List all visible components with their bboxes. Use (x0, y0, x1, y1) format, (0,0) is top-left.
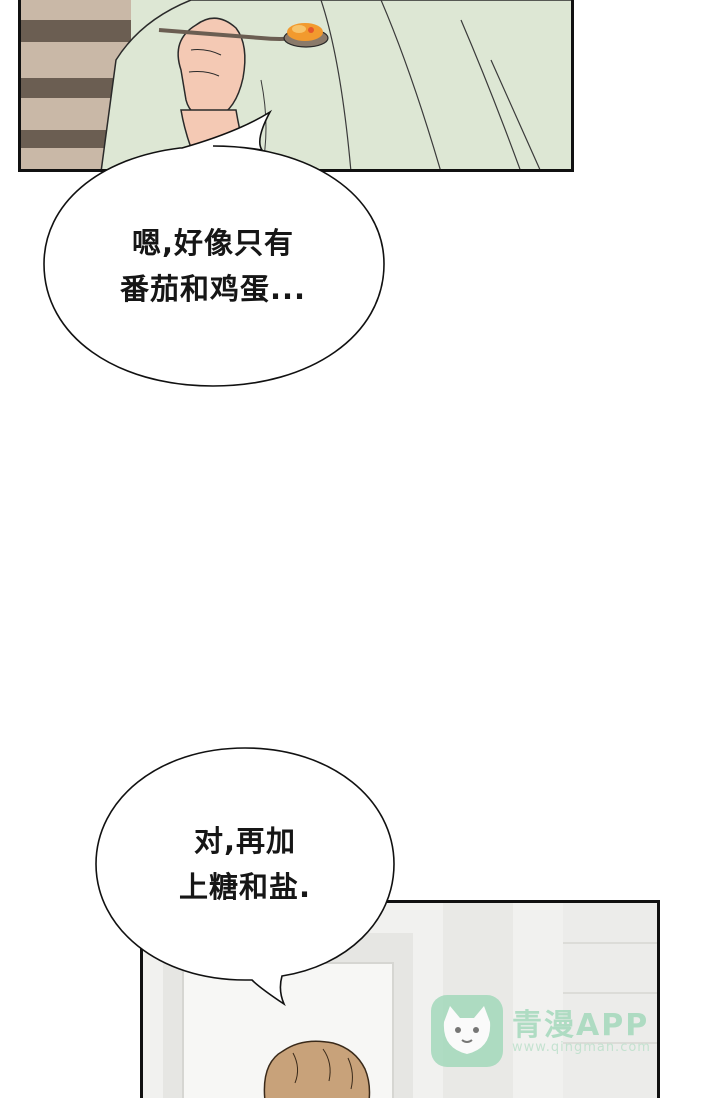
cat-logo-icon (431, 995, 503, 1067)
speech-bubble-1: 嗯,好像只有 番茄和鸡蛋... (40, 109, 386, 392)
speech-bubble-2-shape (95, 747, 395, 1007)
speech-bubble-2-text: 对,再加 上糖和盐. (179, 818, 311, 910)
watermark: 青漫APP www.qingman.com (428, 992, 678, 1072)
speech-bubble-1-line-2: 番茄和鸡蛋... (119, 272, 307, 306)
bottom-comic-panel (140, 900, 660, 1098)
speech-bubble-2-line-1: 对,再加 (193, 824, 297, 858)
speech-bubble-2-line-2: 上糖和盐. (178, 870, 312, 904)
speech-bubble-1-line-1: 嗯,好像只有 (131, 226, 295, 260)
speech-bubble-1-text: 嗯,好像只有 番茄和鸡蛋... (120, 220, 306, 312)
panel-art-spoon-scene (21, 0, 571, 169)
speech-bubble-2: 对,再加 上糖和盐. (92, 742, 398, 1007)
watermark-url: www.qingman.com (512, 1040, 651, 1055)
watermark-name: 青漫APP (512, 1008, 650, 1043)
top-comic-panel (18, 0, 574, 172)
speech-bubble-1-shape (43, 109, 385, 387)
